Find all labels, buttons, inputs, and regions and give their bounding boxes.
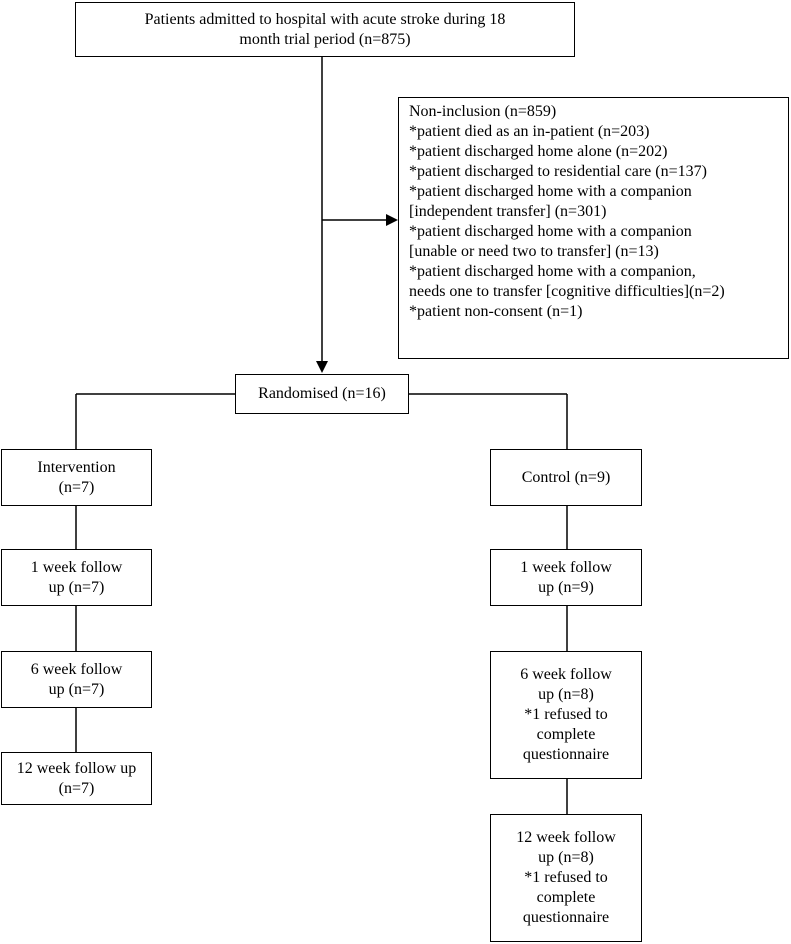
control-week12-line-2: up (n=8) [538,849,594,866]
non-inclusion-reason: [unable or need two to transfer] (n=13) [409,243,659,260]
intervention-week1-box: 1 week follow up (n=7) [1,549,152,606]
control-week6-note-2: complete [536,726,596,743]
non-inclusion-reason: *patient discharged home with a companio… [409,183,692,200]
intervention-week1-line-2: up (n=7) [48,578,105,596]
non-inclusion-reason: needs one to transfer [cognitive difficu… [409,283,725,300]
control-week1-line-2: up (n=9) [538,578,594,596]
enrollment-line-2: month trial period (n=875) [239,30,411,48]
non-inclusion-reason: *patient non-consent (n=1) [409,303,583,320]
arrowhead-to-exclusion [386,214,398,226]
intervention-week6-line-1: 6 week follow [30,660,123,678]
randomised-box: Randomised (n=16) [235,374,409,414]
non-inclusion-reason: [independent transfer] (n=301) [409,203,607,220]
randomised-label: Randomised (n=16) [258,385,386,402]
control-week12-line-1: 12 week follow [516,829,616,846]
intervention-group-box: Intervention (n=7) [1,449,152,506]
control-week6-line-2: up (n=8) [538,686,594,703]
control-week1-line-1: 1 week follow [520,558,612,576]
intervention-week6-line-2: up (n=7) [48,680,105,698]
intervention-week1-line-1: 1 week follow [30,558,123,576]
non-inclusion-title: Non-inclusion (n=859) [409,103,557,120]
non-inclusion-reason: *patient died as an in-patient (n=203) [409,123,650,140]
intervention-week6-box: 6 week follow up (n=7) [1,651,152,708]
control-group-box: Control (n=9) [490,449,642,506]
non-inclusion-box: Non-inclusion (n=859) *patient died as a… [398,97,789,359]
enrollment-box: Patients admitted to hospital with acute… [75,2,575,57]
non-inclusion-reason: *patient discharged to residential care … [409,163,707,180]
control-week6-box: 6 week follow up (n=8) *1 refused to com… [490,651,642,779]
non-inclusion-reason: *patient discharged home with a companio… [409,223,692,240]
control-week6-line-1: 6 week follow [520,666,612,683]
intervention-week12-line-2: (n=7) [58,779,95,797]
control-week12-note-1: *1 refused to [524,869,608,886]
intervention-count: (n=7) [58,478,95,496]
control-week12-note-2: complete [536,889,596,906]
intervention-week12-line-1: 12 week follow up [16,759,137,777]
non-inclusion-reason: *patient discharged home with a companio… [409,263,696,280]
control-week12-note-3: questionnaire [522,909,610,926]
control-week1-box: 1 week follow up (n=9) [490,549,642,606]
intervention-week12-box: 12 week follow up (n=7) [1,752,152,805]
control-week6-note-3: questionnaire [522,746,610,763]
control-label: Control (n=9) [521,468,611,486]
control-week12-box: 12 week follow up (n=8) *1 refused to co… [490,814,642,942]
arrowhead-to-randomised [316,361,328,373]
control-week6-note-1: *1 refused to [524,706,608,723]
non-inclusion-reason: *patient discharged home alone (n=202) [409,143,668,160]
intervention-label: Intervention [37,458,116,476]
enrollment-line-1: Patients admitted to hospital with acute… [144,10,506,28]
